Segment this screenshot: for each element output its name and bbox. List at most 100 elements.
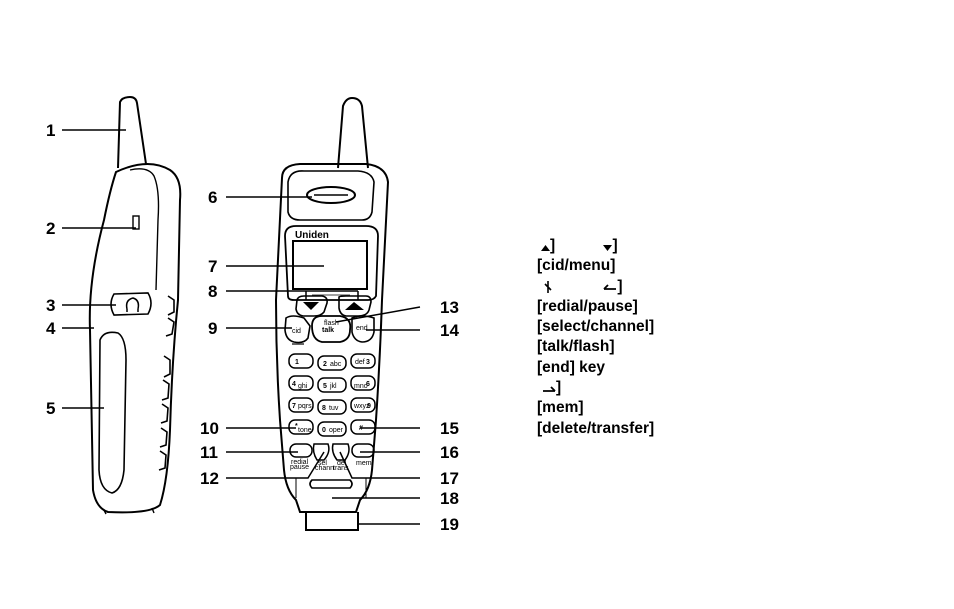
callout-4: 4 <box>46 319 56 338</box>
callout-2: 2 <box>46 219 55 238</box>
legend-line-6-text: [talk/flash] <box>537 338 615 356</box>
down-arrow-icon <box>603 240 613 252</box>
callout-1: 1 <box>46 121 55 140</box>
key-6-label: 6 <box>366 381 370 388</box>
side-feet <box>103 507 155 515</box>
legend-line-5-text: [select/channel] <box>537 318 655 336</box>
leader-13 <box>335 306 421 323</box>
redial-label: redial <box>291 459 309 466</box>
key-star-label: * <box>295 423 298 430</box>
talk-label: talk <box>322 327 334 334</box>
key-9[interactable] <box>350 397 376 413</box>
legend-line-4: [redial/pause] <box>537 297 837 317</box>
key-0[interactable] <box>317 421 347 437</box>
key-6[interactable] <box>350 375 376 391</box>
leader-17 <box>339 451 420 479</box>
key-0-sub: oper <box>329 427 344 434</box>
callout-8: 8 <box>208 282 217 301</box>
up-key-arrow <box>345 302 364 310</box>
legend-line-5: [select/channel] <box>537 317 837 337</box>
delete-transfer-key[interactable] <box>331 443 350 461</box>
cid-key[interactable] <box>284 315 311 344</box>
callout-13: 13 <box>440 298 459 317</box>
key-2-sub: abc <box>330 361 342 368</box>
leader-lines <box>62 129 421 525</box>
callout-numbers: 1 2 3 4 5 6 7 8 9 10 11 12 13 14 15 16 1… <box>46 121 459 534</box>
legend-line-9-text: [mem] <box>537 399 584 417</box>
up-arrow-icon <box>541 240 550 252</box>
headset-icon <box>125 297 140 312</box>
key-9-label: 9 <box>367 403 371 410</box>
key-hash[interactable] <box>350 419 376 435</box>
key-1[interactable] <box>288 353 314 369</box>
side-body-outline <box>88 163 182 514</box>
legend-line-3-text2: ] <box>617 277 623 295</box>
mute-icon <box>543 280 553 294</box>
redial-pause-key[interactable] <box>289 443 313 458</box>
nav-keys <box>295 295 372 317</box>
key-3-label: 3 <box>366 359 370 366</box>
callout-15: 15 <box>440 419 459 438</box>
leader-12 <box>226 451 325 479</box>
key-5[interactable] <box>317 377 347 393</box>
select-channel-key[interactable] <box>312 443 330 461</box>
legend-line-10: [delete/transfer] <box>537 419 837 439</box>
key-6-sub: mno <box>354 383 368 390</box>
callout-5: 5 <box>46 399 55 418</box>
key-9-sub: wxyz <box>353 403 370 410</box>
earpiece-grille <box>306 186 356 204</box>
front-antenna <box>337 96 369 169</box>
cid-label: cid <box>292 328 301 335</box>
key-2[interactable] <box>317 355 347 371</box>
talk-key[interactable] <box>311 315 352 343</box>
key-7-sub: pqrs <box>298 403 312 410</box>
up-key[interactable] <box>338 295 372 317</box>
right-arrow-icon <box>542 382 556 394</box>
lcd-screen <box>292 240 368 290</box>
legend-line-1-text: ] <box>550 237 556 254</box>
bottom-panel-lines <box>295 478 367 498</box>
legend-line-1-text2: ] <box>612 237 618 254</box>
key-4-sub: ghi <box>298 383 308 390</box>
side-antenna <box>117 95 147 169</box>
key-star-sub: tone <box>298 427 312 434</box>
legend-line-2-text: [cid/menu] <box>537 257 616 275</box>
key-8-sub: tuv <box>329 405 339 412</box>
key-4[interactable] <box>288 375 314 391</box>
microphone <box>309 479 353 489</box>
down-key[interactable] <box>295 295 328 317</box>
key-2-label: 2 <box>323 361 327 368</box>
mem-key[interactable] <box>351 443 375 458</box>
callout-14: 14 <box>440 321 459 340</box>
front-body-outline <box>274 163 390 513</box>
key-3[interactable] <box>350 353 376 369</box>
callout-11: 11 <box>200 443 218 462</box>
side-keys <box>158 295 175 471</box>
key-5-label: 5 <box>323 383 327 390</box>
legend-line-2: [cid/menu] <box>537 256 837 276</box>
legend-line-4-text: [redial/pause] <box>537 297 638 315</box>
legend-line-3: ] <box>537 277 837 297</box>
left-arrow-icon <box>603 281 617 293</box>
front-view-handset: Uniden flash cid talk end <box>274 96 390 531</box>
pause-label: pause <box>290 464 309 471</box>
key-8[interactable] <box>317 399 347 415</box>
keypad <box>288 353 376 437</box>
brand-logo: Uniden <box>295 230 329 241</box>
callout-3: 3 <box>46 296 55 315</box>
key-7-label: 7 <box>292 403 296 410</box>
key-3-sub: def <box>355 359 365 366</box>
key-8-label: 8 <box>322 405 326 412</box>
key-7[interactable] <box>288 397 314 413</box>
key-1-label: 1 <box>295 359 299 366</box>
legend-line-7: [end] key <box>537 358 837 378</box>
side-view-handset <box>88 95 182 515</box>
end-key[interactable] <box>351 315 375 343</box>
callout-17: 17 <box>440 469 459 488</box>
display-bezel <box>284 225 379 301</box>
key-star[interactable] <box>288 419 314 435</box>
key-5-sub: jkl <box>329 383 337 390</box>
callout-6: 6 <box>208 188 217 207</box>
trans-label: trans <box>333 465 349 472</box>
